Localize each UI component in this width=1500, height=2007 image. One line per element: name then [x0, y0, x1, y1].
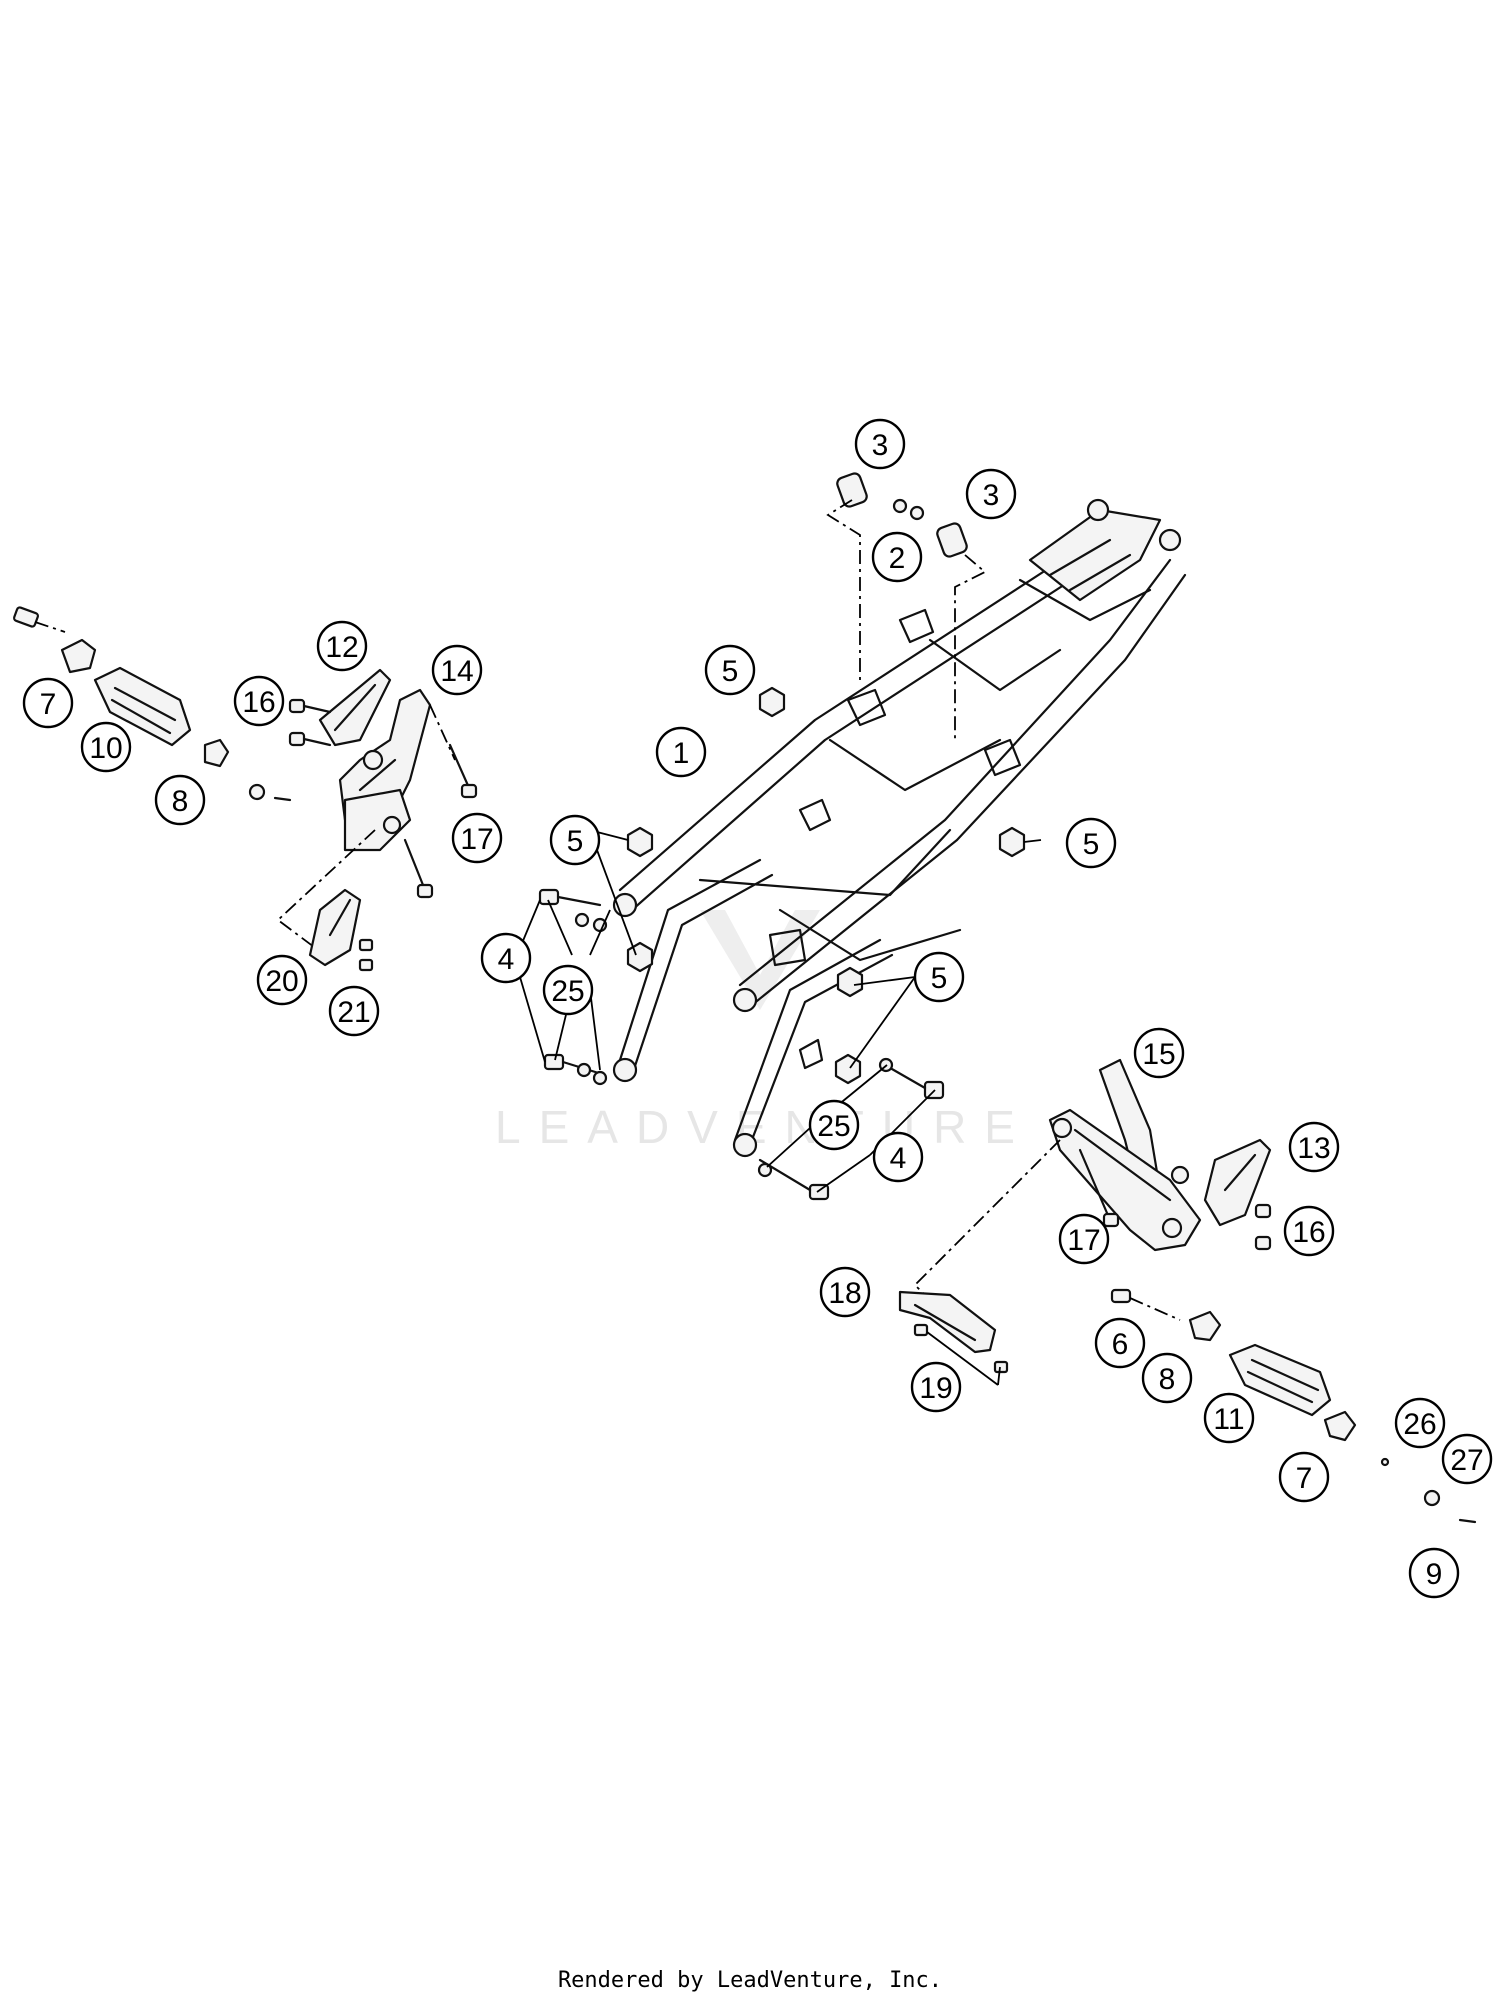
svg-text:6: 6 [1112, 1328, 1129, 1361]
svg-text:17: 17 [460, 823, 493, 856]
svg-text:14: 14 [440, 655, 473, 688]
svg-text:4: 4 [498, 943, 515, 976]
callout-19: 19 [910, 1361, 962, 1413]
callout-11: 11 [1203, 1392, 1255, 1444]
svg-text:16: 16 [242, 686, 275, 719]
footer-credit: Rendered by LeadVenture, Inc. [557, 1968, 943, 1993]
callout-25: 25 [542, 964, 594, 1016]
svg-text:20: 20 [265, 965, 298, 998]
callout-15: 15 [1133, 1027, 1185, 1079]
watermark: LEADVENTURE [495, 910, 1015, 1153]
callout-27: 27 [1441, 1433, 1493, 1485]
callout-4: 4 [872, 1131, 924, 1183]
svg-text:7: 7 [1296, 1462, 1313, 1495]
callout-18: 18 [819, 1266, 871, 1318]
callout-4: 4 [480, 932, 532, 984]
callout-9: 9 [1408, 1547, 1460, 1599]
svg-text:9: 9 [1426, 1558, 1443, 1591]
mount-bushings [826, 472, 987, 740]
callout-2: 2 [871, 531, 923, 583]
svg-text:5: 5 [567, 825, 584, 858]
callout-6: 6 [1094, 1317, 1146, 1369]
svg-text:4: 4 [890, 1142, 907, 1175]
svg-text:17: 17 [1067, 1224, 1100, 1257]
callout-14: 14 [431, 644, 483, 696]
svg-text:21: 21 [337, 996, 370, 1029]
svg-text:3: 3 [872, 429, 889, 462]
frame [612, 498, 1187, 1158]
svg-text:26: 26 [1403, 1408, 1436, 1441]
callout-21: 21 [328, 985, 380, 1037]
frame-bolts-left [538, 888, 608, 1086]
callout-3: 3 [854, 418, 906, 470]
svg-text:5: 5 [722, 655, 739, 688]
callout-5: 5 [549, 814, 601, 866]
callout-5: 5 [704, 644, 756, 696]
callout-16: 16 [233, 675, 285, 727]
callouts: 1 2 3 3 4 4 5 5 5 5 6 7 7 8 8 9 10 11 12… [22, 418, 1493, 1599]
svg-text:8: 8 [1159, 1363, 1176, 1396]
svg-text:5: 5 [1083, 828, 1100, 861]
svg-text:10: 10 [89, 732, 122, 765]
svg-text:2: 2 [889, 542, 906, 575]
callout-17: 17 [1058, 1213, 1110, 1265]
callout-10: 10 [80, 721, 132, 773]
callout-26: 26 [1394, 1397, 1446, 1449]
callout-7: 7 [22, 677, 74, 729]
svg-text:5: 5 [931, 962, 948, 995]
svg-text:19: 19 [919, 1372, 952, 1405]
callout-12: 12 [316, 620, 368, 672]
callout-5: 5 [913, 951, 965, 1003]
svg-text:1: 1 [673, 737, 690, 770]
callout-8: 8 [1141, 1352, 1193, 1404]
svg-text:25: 25 [817, 1110, 850, 1143]
left-footrest [13, 606, 478, 972]
svg-text:3: 3 [983, 479, 1000, 512]
svg-text:12: 12 [325, 631, 358, 664]
svg-text:25: 25 [551, 975, 584, 1008]
callout-3: 3 [965, 468, 1017, 520]
callout-17: 17 [451, 812, 503, 864]
svg-text:13: 13 [1297, 1132, 1330, 1165]
callout-25: 25 [808, 1099, 860, 1151]
callout-5: 5 [1065, 817, 1117, 869]
callout-7: 7 [1278, 1451, 1330, 1503]
svg-text:7: 7 [40, 688, 57, 721]
callout-1: 1 [655, 726, 707, 778]
svg-text:16: 16 [1292, 1216, 1325, 1249]
svg-text:15: 15 [1142, 1038, 1175, 1071]
callout-20: 20 [256, 954, 308, 1006]
svg-text:27: 27 [1450, 1444, 1483, 1477]
svg-text:18: 18 [828, 1277, 861, 1310]
callout-13: 13 [1288, 1121, 1340, 1173]
svg-text:11: 11 [1213, 1403, 1244, 1436]
svg-text:8: 8 [172, 785, 189, 818]
callout-8: 8 [154, 774, 206, 826]
callout-16: 16 [1283, 1205, 1335, 1257]
right-footrest [898, 1058, 1477, 1524]
